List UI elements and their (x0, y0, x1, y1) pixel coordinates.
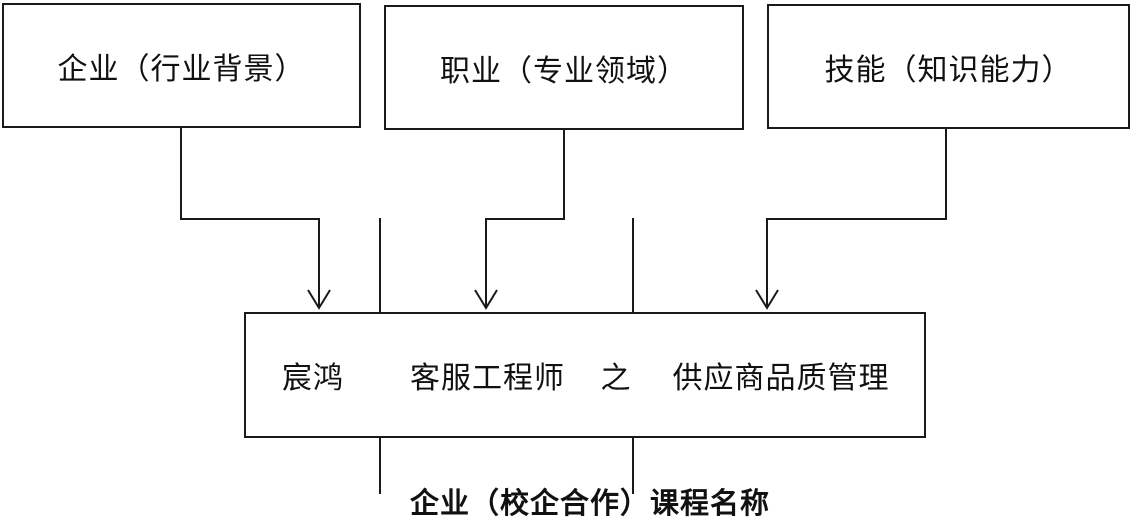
course-skill-segment: 供应商品质管理 (636, 314, 926, 436)
diagram-caption: 企业（校企合作）课程名称 (409, 486, 770, 520)
profession-label: 职业（专业领域） (440, 53, 688, 89)
course-company-segment: 宸鸿 (246, 314, 380, 436)
course-skill-text: 供应商品质管理 (672, 361, 890, 396)
arrow-enterprise-to-company (180, 128, 320, 308)
arrowhead-enterprise (307, 289, 331, 310)
course-name-box: 宸鸿 客服工程师 之 供应商品质管理 (244, 312, 926, 438)
skill-box: 技能（知识能力） (767, 4, 1130, 129)
course-connector-segment: 之 (596, 314, 636, 436)
profession-box: 职业（专业领域） (384, 5, 744, 130)
course-role-text: 客服工程师 (410, 361, 565, 396)
arrow-skill-to-skill-segment (766, 129, 947, 308)
course-role-segment: 客服工程师 (380, 314, 635, 436)
skill-label: 技能（知识能力） (824, 52, 1073, 88)
course-connector-text: 之 (600, 361, 632, 396)
enterprise-box: 企业（行业背景） (2, 3, 361, 128)
arrowhead-skill (755, 289, 779, 310)
arrow-profession-to-role (485, 130, 565, 308)
enterprise-label: 企业（行业背景） (57, 51, 306, 87)
arrowhead-profession (474, 289, 498, 310)
course-company-text: 宸鸿 (282, 361, 344, 396)
